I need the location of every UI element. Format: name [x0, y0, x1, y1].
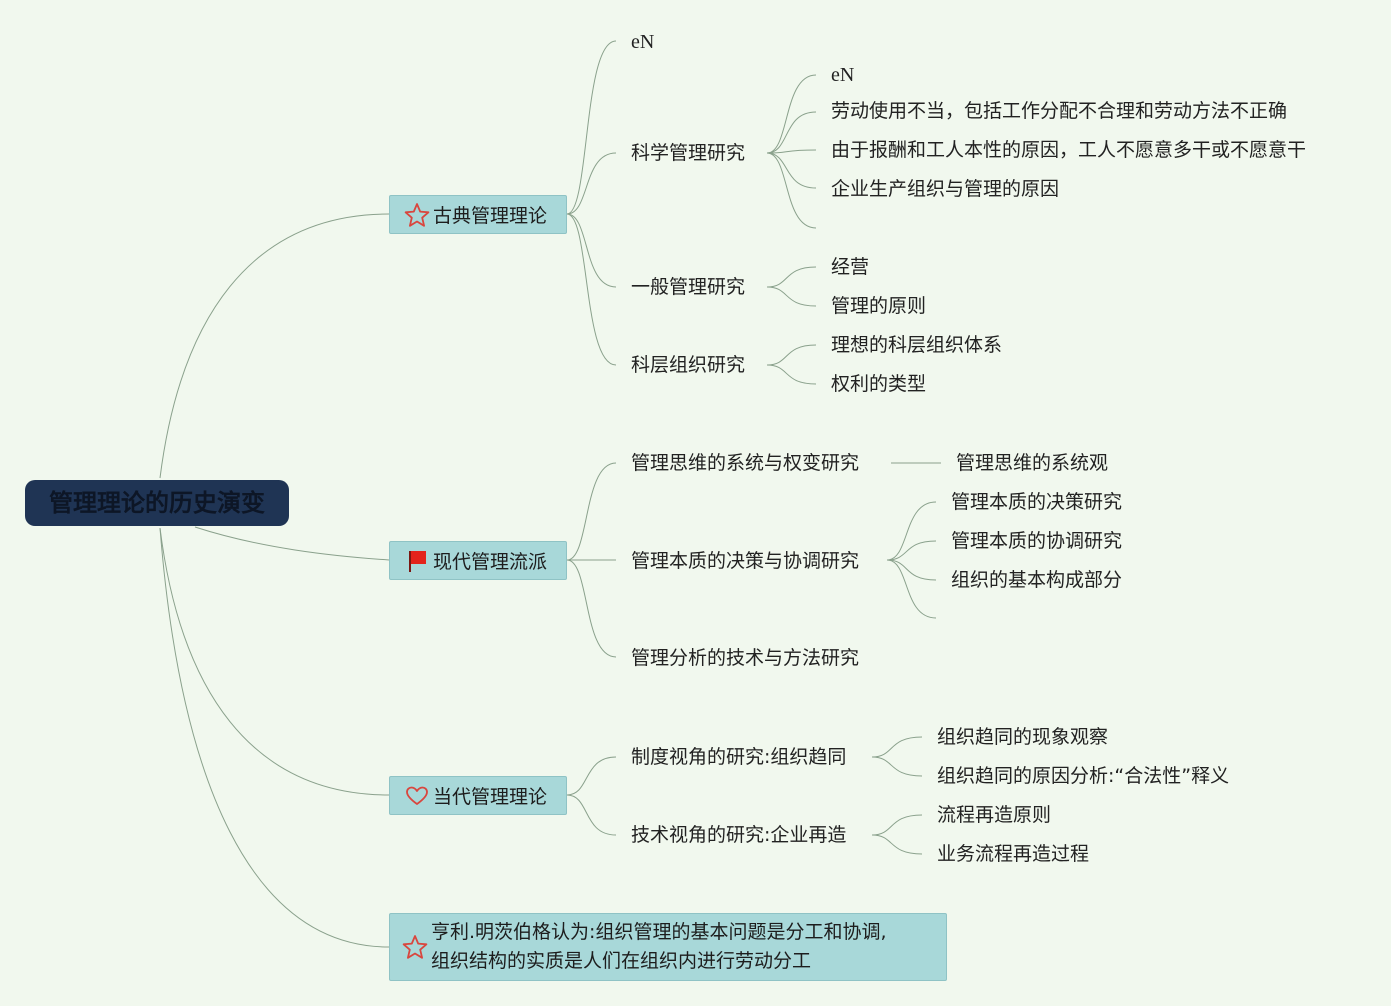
leaf-connector: [766, 149, 817, 154]
decision-leaf-coordination[interactable]: 管理本质的协调研究: [951, 530, 1123, 552]
root-branch-connector: [194, 526, 390, 561]
branch-classical-theory[interactable]: 古典管理理论: [389, 195, 567, 234]
bureaucracy-research[interactable]: 科层组织研究: [631, 354, 746, 376]
leaf-connector: [766, 266, 817, 288]
decision-leaf-components[interactable]: 组织的基本构成部分: [951, 569, 1123, 591]
scientific-leaf-pay[interactable]: 由于报酬和工人本性的原因，工人不愿意多干或不愿意干: [831, 139, 1307, 161]
branch-label: 现代管理流派: [433, 551, 548, 573]
scientific-leaf-production[interactable]: 企业生产组织与管理的原因: [831, 178, 1060, 200]
branch-child-connector: [566, 213, 617, 288]
leaf-connector: [766, 286, 817, 307]
heart-outline-icon: [406, 786, 428, 805]
branch-child-connector: [566, 152, 617, 215]
institutional-leaf-legitimacy[interactable]: 组织趋同的原因分析:“合法性”释义: [937, 765, 1230, 787]
leaf-connector: [871, 736, 923, 758]
branch-child-connector: [566, 213, 617, 366]
leaf-connector: [766, 111, 817, 154]
branch-mintzberg-note[interactable]: 亨利.明茨伯格认为:组织管理的基本问题是分工和协调, 组织结构的实质是人们在组织…: [389, 913, 947, 981]
branch-modern-schools[interactable]: 现代管理流派: [389, 541, 567, 580]
note-line-2: 组织结构的实质是人们在组织内进行劳动分工: [431, 950, 812, 972]
branch-label: 古典管理理论: [433, 205, 548, 227]
scientific-leaf-labor[interactable]: 劳动使用不当，包括工作分配不合理和劳动方法不正确: [831, 100, 1288, 122]
reengineering-research[interactable]: 技术视角的研究:企业再造: [631, 824, 847, 846]
reengineering-leaf-process[interactable]: 业务流程再造过程: [937, 843, 1090, 865]
general-management[interactable]: 一般管理研究: [631, 276, 746, 298]
branch-child-connector: [566, 462, 617, 561]
root-branch-connector: [159, 213, 390, 479]
bureaucracy-leaf-authority[interactable]: 权利的类型: [831, 373, 927, 395]
branch-child-connector: [566, 559, 617, 658]
note-line-1: 亨利.明茨伯格认为:组织管理的基本问题是分工和协调,: [431, 921, 887, 943]
branch-child-connector: [566, 756, 617, 796]
leaf-connector: [766, 364, 817, 385]
classical-child-en[interactable]: eN: [631, 31, 655, 53]
institutional-research[interactable]: 制度视角的研究:组织趋同: [631, 746, 847, 768]
leaf-connector: [886, 559, 937, 581]
branch-contemporary-theory[interactable]: 当代管理理论: [389, 776, 567, 815]
leaf-connector: [871, 756, 923, 777]
bureaucracy-leaf-ideal[interactable]: 理想的科层组织体系: [831, 334, 1003, 356]
reengineering-leaf-principles[interactable]: 流程再造原则: [937, 804, 1052, 826]
leaf-connector: [766, 152, 817, 189]
technique-method-research[interactable]: 管理分析的技术与方法研究: [631, 647, 860, 669]
system-contingency-research[interactable]: 管理思维的系统与权变研究: [631, 452, 860, 474]
root-node[interactable]: 管理理论的历史演变: [25, 480, 289, 526]
star-outline-icon: [402, 935, 428, 959]
branch-child-connector: [566, 794, 617, 836]
leaf-connector: [766, 344, 817, 366]
scientific-management[interactable]: 科学管理研究: [631, 142, 746, 164]
leaf-connector: [886, 540, 937, 561]
decision-coordination-research[interactable]: 管理本质的决策与协调研究: [631, 550, 860, 572]
leaf-connector: [766, 74, 817, 154]
general-leaf-operation[interactable]: 经营: [831, 256, 870, 278]
star-outline-icon: [404, 202, 430, 227]
note-text: 亨利.明茨伯格认为:组织管理的基本问题是分工和协调, 组织结构的实质是人们在组织…: [431, 918, 886, 976]
root-branch-connector: [159, 527, 390, 796]
institutional-leaf-observation[interactable]: 组织趋同的现象观察: [937, 726, 1109, 748]
leaf-connector: [766, 152, 817, 229]
general-leaf-principles[interactable]: 管理的原则: [831, 295, 927, 317]
decision-leaf-decision[interactable]: 管理本质的决策研究: [951, 491, 1123, 513]
leaf-connector: [886, 559, 937, 619]
branch-label: 当代管理理论: [433, 786, 548, 808]
leaf-connector: [871, 814, 923, 836]
leaf-connector: [871, 834, 923, 855]
branch-child-connector: [566, 40, 617, 215]
leaf-connector: [886, 501, 937, 561]
root-branch-connector: [159, 527, 390, 948]
red-flag-icon: [409, 550, 426, 572]
scientific-leaf-en[interactable]: eN: [831, 64, 855, 86]
system-leaf-systems-view[interactable]: 管理思维的系统观: [956, 452, 1109, 474]
